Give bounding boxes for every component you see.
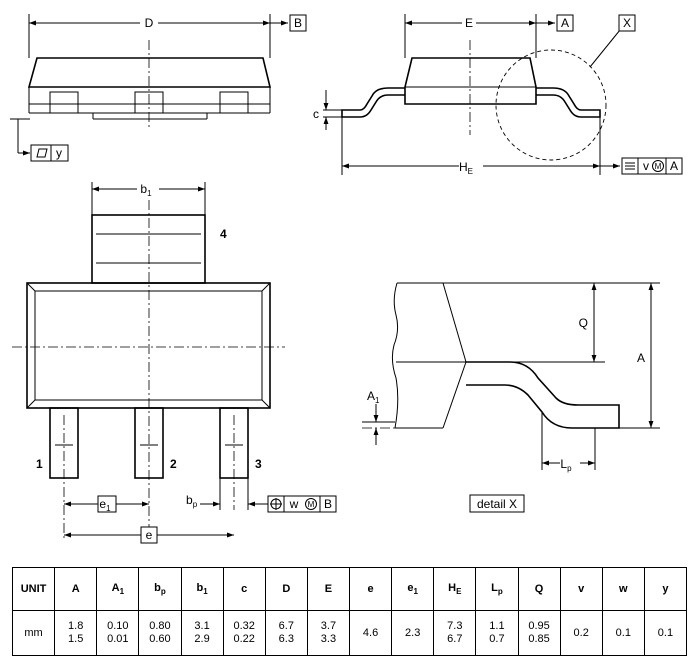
tolerance-v-label: v — [643, 159, 649, 173]
table-cell: 2.3 — [391, 610, 435, 656]
table-header-cell: v — [559, 567, 603, 611]
table-cell: 4.6 — [348, 610, 393, 656]
table-header-cell: UNIT — [11, 567, 56, 611]
dim-Lp-label: Lp — [560, 457, 572, 473]
table-header-cell: A — [54, 567, 98, 611]
dim-e1-label: e1 — [99, 497, 111, 513]
side-view: D B y — [10, 14, 307, 162]
table-header-cell: w — [601, 567, 645, 611]
datum-ref-B-label: B — [324, 497, 332, 511]
dim-c-label: c — [313, 107, 319, 121]
end-view: E A c X HE v M A — [313, 14, 683, 176]
detail-X-marker: X — [623, 16, 631, 30]
dim-A-label: A — [637, 351, 645, 365]
tolerance-y-label: y — [56, 146, 62, 160]
table-header-cell: Q — [517, 567, 561, 611]
table-cell: 0.1 — [643, 610, 688, 656]
datum-A-label: A — [561, 16, 569, 30]
table-header-cell: b1 — [180, 567, 224, 611]
table-header-cell: bp — [138, 567, 182, 611]
table-header-cell: y — [643, 567, 688, 611]
table-cell: 0.1 — [601, 610, 645, 656]
tolerance-w-label: w — [289, 497, 299, 511]
table-cell: 0.2 — [559, 610, 603, 656]
table-header-cell: E — [306, 567, 351, 611]
pin-3-label: 3 — [255, 457, 262, 471]
dim-E-label: E — [465, 16, 473, 30]
table-header-cell: c — [222, 567, 266, 611]
top-view: b1 4 1 2 3 e1 bp — [12, 182, 337, 544]
dim-Q-label: Q — [579, 316, 588, 330]
package-outline-drawing: D B y E A — [10, 14, 683, 544]
table-header-cell: D — [264, 567, 308, 611]
dim-A1-label: A1 — [367, 389, 380, 405]
pin-2-label: 2 — [170, 457, 177, 471]
detail-x-view: Q A A1 Lp detail X — [362, 282, 660, 513]
table-header-cell: e1 — [391, 567, 435, 611]
mmc-symbol-2: M — [308, 500, 315, 509]
dim-e-label: e — [146, 528, 153, 542]
table-header-cell: Lp — [475, 567, 519, 611]
datum-ref-A-label: A — [670, 159, 678, 173]
dim-b1-label: b1 — [140, 182, 152, 198]
table-header-cell: e — [348, 567, 393, 611]
table-cell: mm — [11, 610, 56, 656]
dim-D-label: D — [145, 16, 154, 30]
pin-1-label: 1 — [36, 457, 43, 471]
dim-HE-label: HE — [459, 160, 473, 176]
table-header-cell: HE — [433, 567, 477, 611]
dim-bp-label: bp — [186, 493, 198, 509]
pin-4-label: 4 — [220, 227, 227, 241]
table-header-cell: A1 — [96, 567, 140, 611]
mmc-symbol: M — [655, 162, 662, 171]
detail-x-caption: detail X — [477, 497, 517, 511]
datum-B-label: B — [294, 16, 302, 30]
